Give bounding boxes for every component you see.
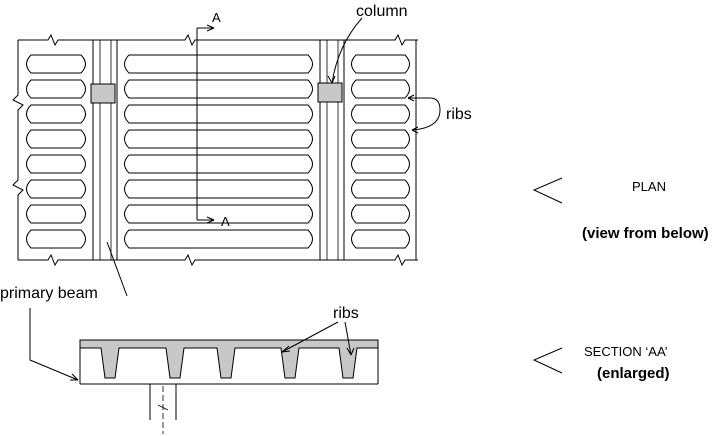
ribs-section-leader-1 <box>281 321 339 353</box>
rib-pan-plan <box>351 79 410 99</box>
rib-pan-plan <box>351 179 410 199</box>
section-view: ribs <box>29 305 379 434</box>
rib-pan-plan <box>26 129 86 149</box>
rib-pan-plan <box>26 204 86 224</box>
rib-pan-plan <box>351 129 410 149</box>
plan-left-edge <box>12 40 24 260</box>
plan-bottom-edge <box>18 253 418 267</box>
column-below-tick <box>157 404 169 411</box>
rib-pan-plan <box>124 154 313 174</box>
section-cut-line <box>196 24 215 224</box>
column-leader <box>331 17 363 84</box>
section-title: SECTION ‘AA’ <box>584 344 668 359</box>
section-subtitle: (enlarged) <box>597 365 670 382</box>
rib-pan-plan <box>26 104 86 124</box>
plan-title: PLAN <box>632 179 666 194</box>
rib-pan-plan <box>26 54 86 74</box>
ribs-plan-leader <box>408 97 441 131</box>
ribs-plan-label: ribs <box>446 106 472 123</box>
rib-pan-plan <box>124 229 313 249</box>
column-right <box>317 82 343 103</box>
plan-view-chevron <box>532 177 563 204</box>
primary-beam-section-leader <box>29 308 79 381</box>
rib-pan-plan <box>124 204 313 224</box>
primary-beam-label: primary beam <box>0 285 98 302</box>
plan-subtitle: (view from below) <box>582 225 709 242</box>
rib-pan-plan <box>124 129 313 149</box>
plan-view: A A column ribs primary beam <box>0 3 472 302</box>
rib-pan-plan <box>351 104 410 124</box>
ribs-section-leader-2 <box>344 321 352 356</box>
ribs-plan-group <box>26 54 410 249</box>
column-left <box>90 83 116 104</box>
rib-pan-plan <box>26 79 86 99</box>
rib-pan-plan <box>124 79 313 99</box>
column-label: column <box>356 3 408 20</box>
rib-pan-plan <box>26 179 86 199</box>
rib-pan-plan <box>351 54 410 74</box>
section-caption: SECTION ‘AA’ (enlarged) <box>532 344 670 382</box>
rib-pan-plan <box>26 154 86 174</box>
ribs-section-label: ribs <box>333 305 359 322</box>
plan-top-edge <box>18 33 418 47</box>
section-view-chevron <box>532 347 563 374</box>
rib-pan-plan <box>124 54 313 74</box>
rib-pan-plan <box>124 179 313 199</box>
rib-pan-plan <box>351 204 410 224</box>
plan-caption: PLAN (view from below) <box>532 177 709 242</box>
rib-pan-plan <box>351 154 410 174</box>
rib-pan-plan <box>26 229 86 249</box>
rib-pan-plan <box>351 229 410 249</box>
rib-pan-plan <box>124 104 313 124</box>
section-mark-a-top: A <box>212 10 221 25</box>
section-mark-a-bottom: A <box>221 214 230 229</box>
primary-beam-leader <box>106 241 128 297</box>
section-slab <box>79 339 379 379</box>
